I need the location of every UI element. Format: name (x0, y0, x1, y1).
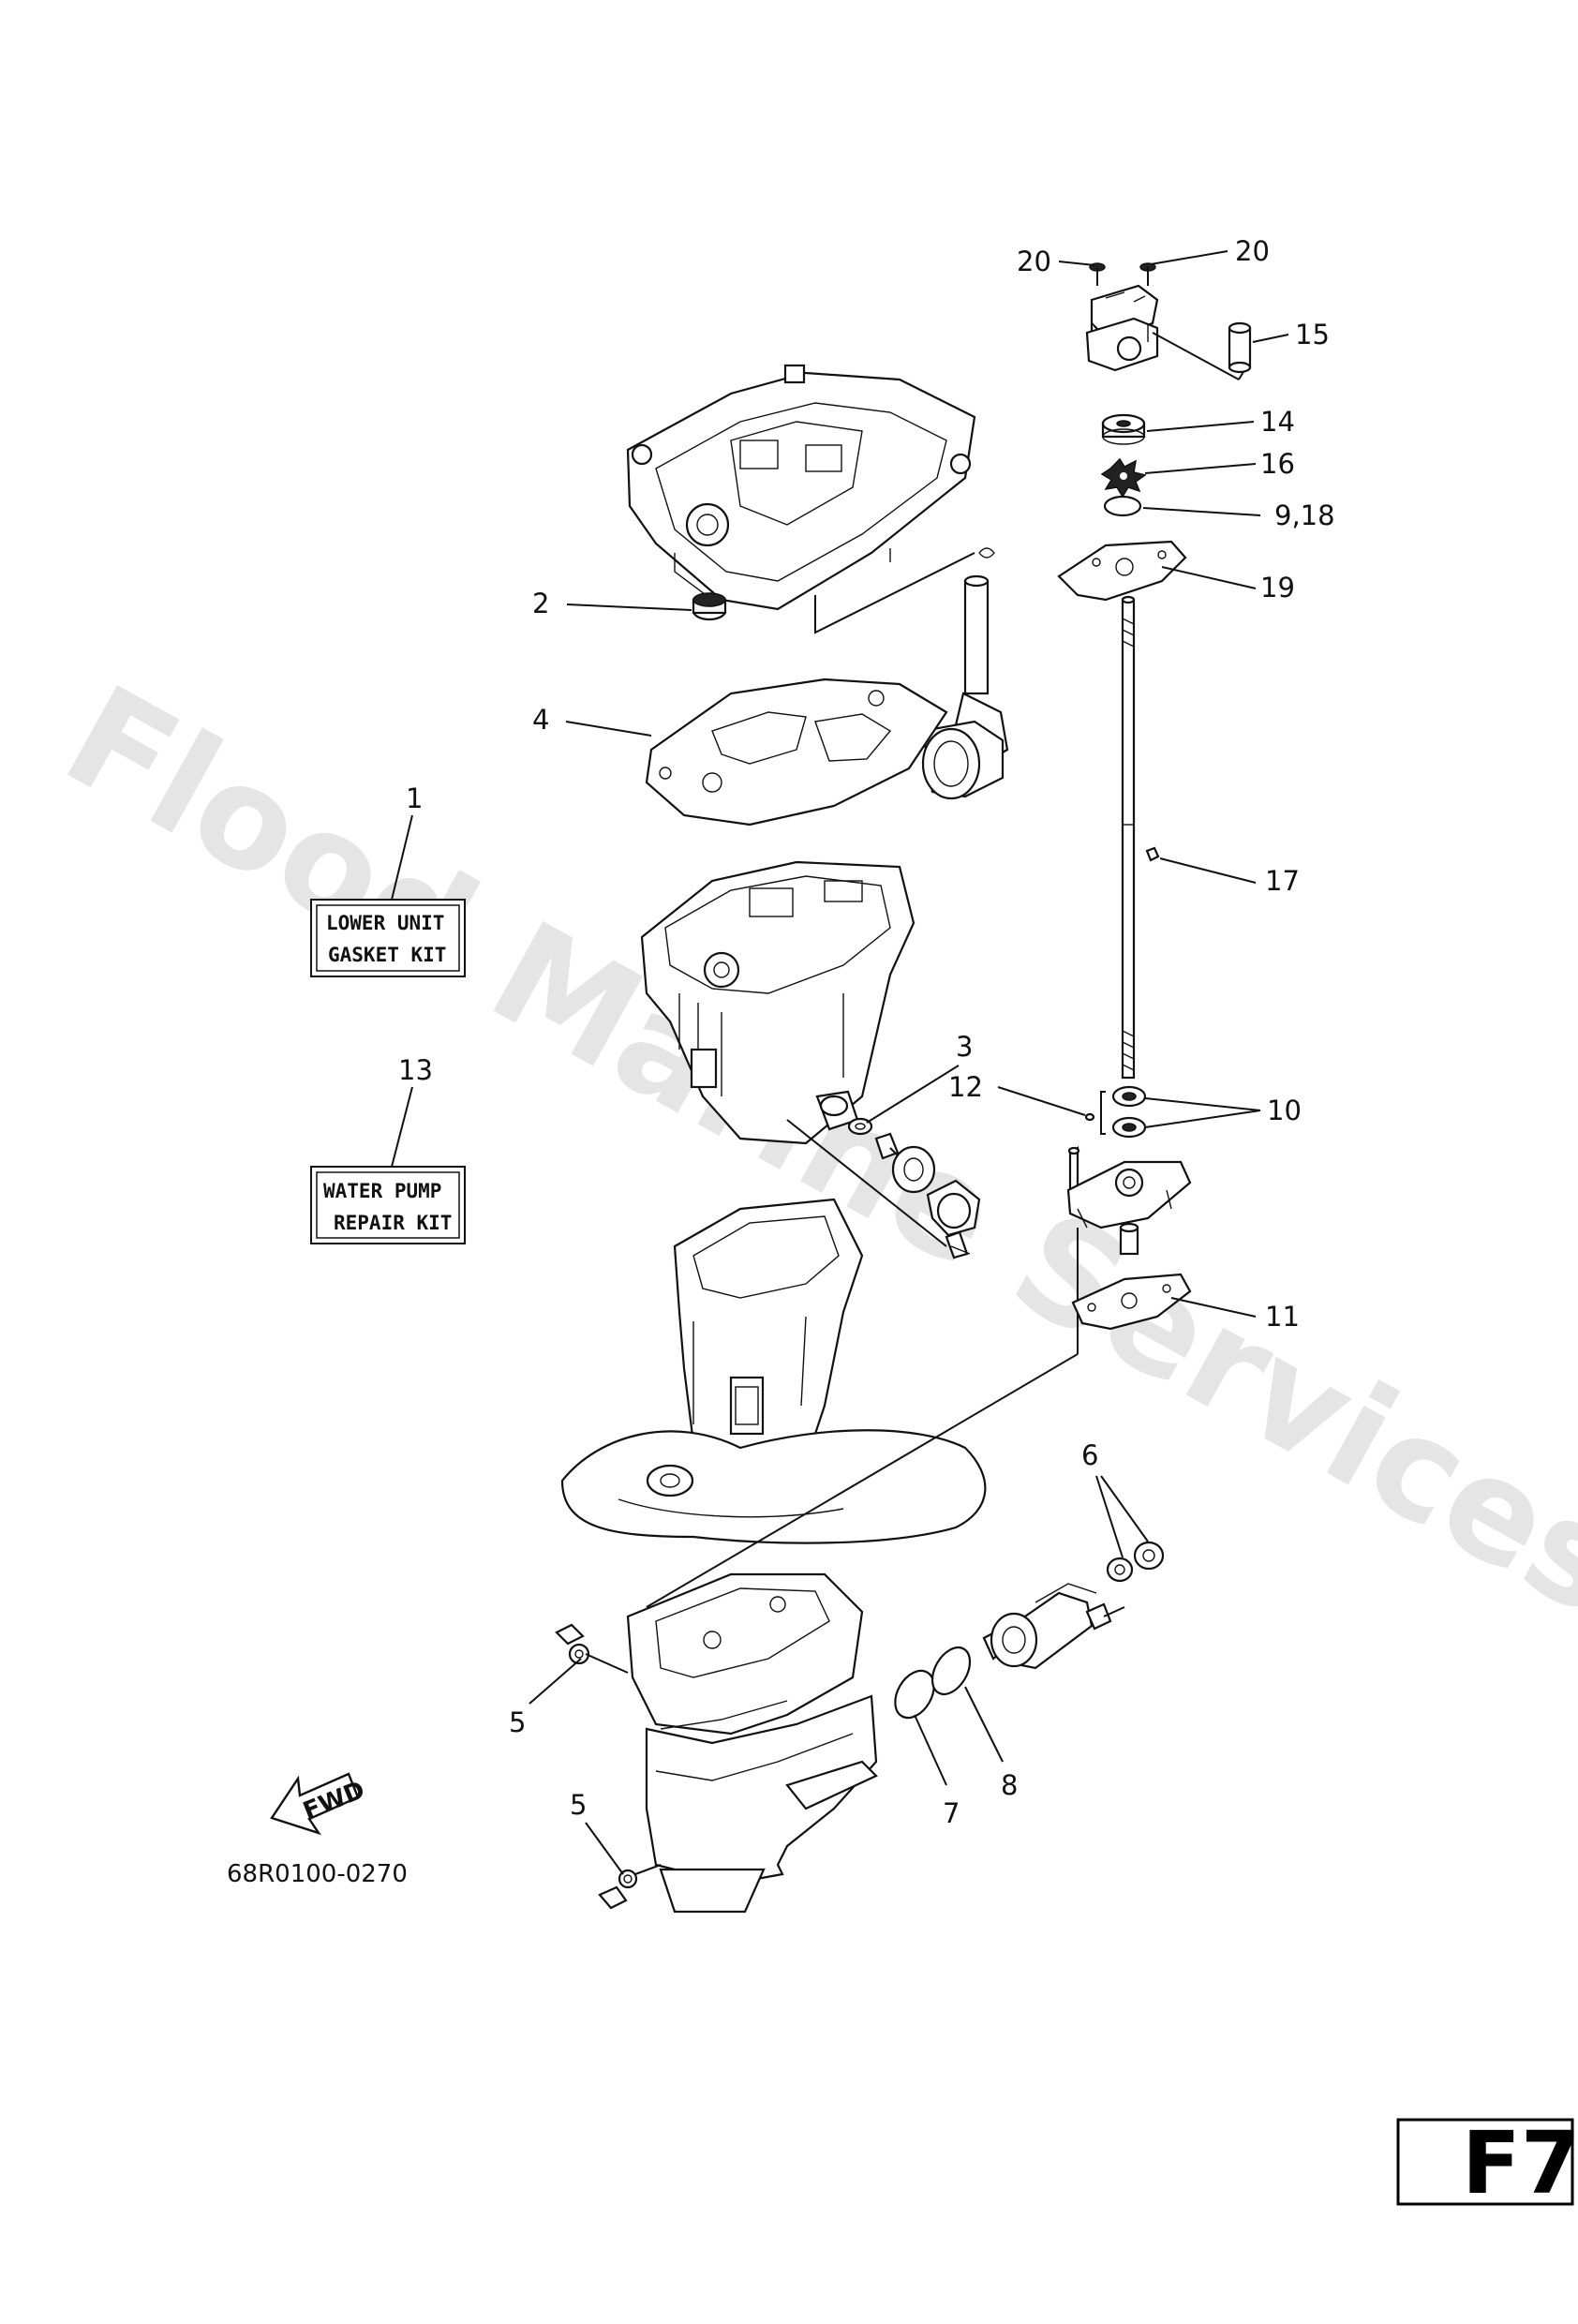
page-id-box: F7 (1396, 2113, 1578, 2213)
callout-20-right: 20 (1235, 235, 1270, 267)
exhaust-fitting-parts (874, 1132, 981, 1259)
part-15-sleeve (1228, 321, 1252, 374)
callout-19: 19 (1260, 572, 1295, 603)
part-16-impeller (1100, 457, 1147, 499)
lower-unit-kit-line2: GASKET KIT (328, 944, 446, 966)
callout-7: 7 (943, 1797, 960, 1829)
drive-shaft (1121, 595, 1136, 1080)
propeller-shaft-housing (982, 1583, 1125, 1670)
part-12-dowel-pin (1084, 1112, 1095, 1122)
part-14-insert-cartridge (1101, 413, 1146, 445)
part-19-outer-plate (1057, 540, 1187, 602)
part-9-18-o-ring (1103, 495, 1142, 517)
gear-case (626, 1572, 878, 1914)
upper-casing-top (626, 364, 976, 611)
lower-unit-gasket-kit: 1 LOWER UNIT GASKET KIT (310, 782, 466, 977)
part-6-bushings (1106, 1541, 1165, 1583)
part-10-bearings (1100, 1085, 1147, 1139)
callout-15: 15 (1295, 319, 1330, 350)
diagram-code: 68R0100-0270 (227, 1860, 408, 1888)
callout-12: 12 (948, 1071, 983, 1103)
callout-2: 2 (532, 588, 549, 619)
water-pump-repair-kit: 13 WATER PUMP REPAIR KIT (310, 1054, 466, 1244)
lower-casing (560, 1198, 987, 1544)
exhaust-guide-tube (921, 574, 1009, 800)
water-pump-base (1066, 1146, 1192, 1256)
part-5-bolt-upper (555, 1623, 590, 1665)
callout-8: 8 (1001, 1769, 1018, 1801)
fwd-arrow-icon: FWD (270, 1772, 369, 1836)
callout-4: 4 (532, 704, 549, 736)
water-pump-kit-line2: REPAIR KIT (334, 1212, 452, 1234)
callout-9-18: 9,18 (1274, 499, 1335, 531)
part-2-oil-seal (692, 592, 727, 621)
water-pump-kit-line1: WATER PUMP (323, 1180, 441, 1202)
callout-10: 10 (1267, 1095, 1302, 1126)
callout-14: 14 (1260, 406, 1295, 438)
assembly-leader-top (814, 547, 995, 634)
part-11-gasket (1071, 1273, 1192, 1331)
callout-16: 16 (1260, 448, 1295, 480)
callout-6: 6 (1081, 1439, 1098, 1471)
callout-3: 3 (956, 1031, 973, 1063)
part-4-gasket (645, 678, 948, 827)
part-7-o-ring (894, 1669, 935, 1720)
callout-20-left: 20 (1017, 246, 1051, 277)
callout-1: 1 (406, 782, 423, 814)
part-5-bolt-lower (598, 1869, 638, 1910)
part-20-screw-right (1139, 262, 1156, 286)
callout-13: 13 (398, 1054, 433, 1086)
part-8-o-ring (930, 1646, 972, 1695)
part-17-pin (1145, 846, 1160, 862)
callout-5-upper: 5 (509, 1706, 526, 1738)
callout-17: 17 (1265, 865, 1300, 897)
part-20-screw-left (1089, 262, 1106, 286)
water-pump-housing (1085, 284, 1159, 372)
page-id: F7 (1462, 2113, 1578, 2213)
callout-5-lower: 5 (570, 1789, 587, 1821)
part-3-washer (847, 1117, 873, 1136)
callout-11: 11 (1265, 1301, 1300, 1333)
lower-unit-kit-line1: LOWER UNIT (326, 912, 444, 934)
assembly-leader-long (646, 1353, 1079, 1608)
